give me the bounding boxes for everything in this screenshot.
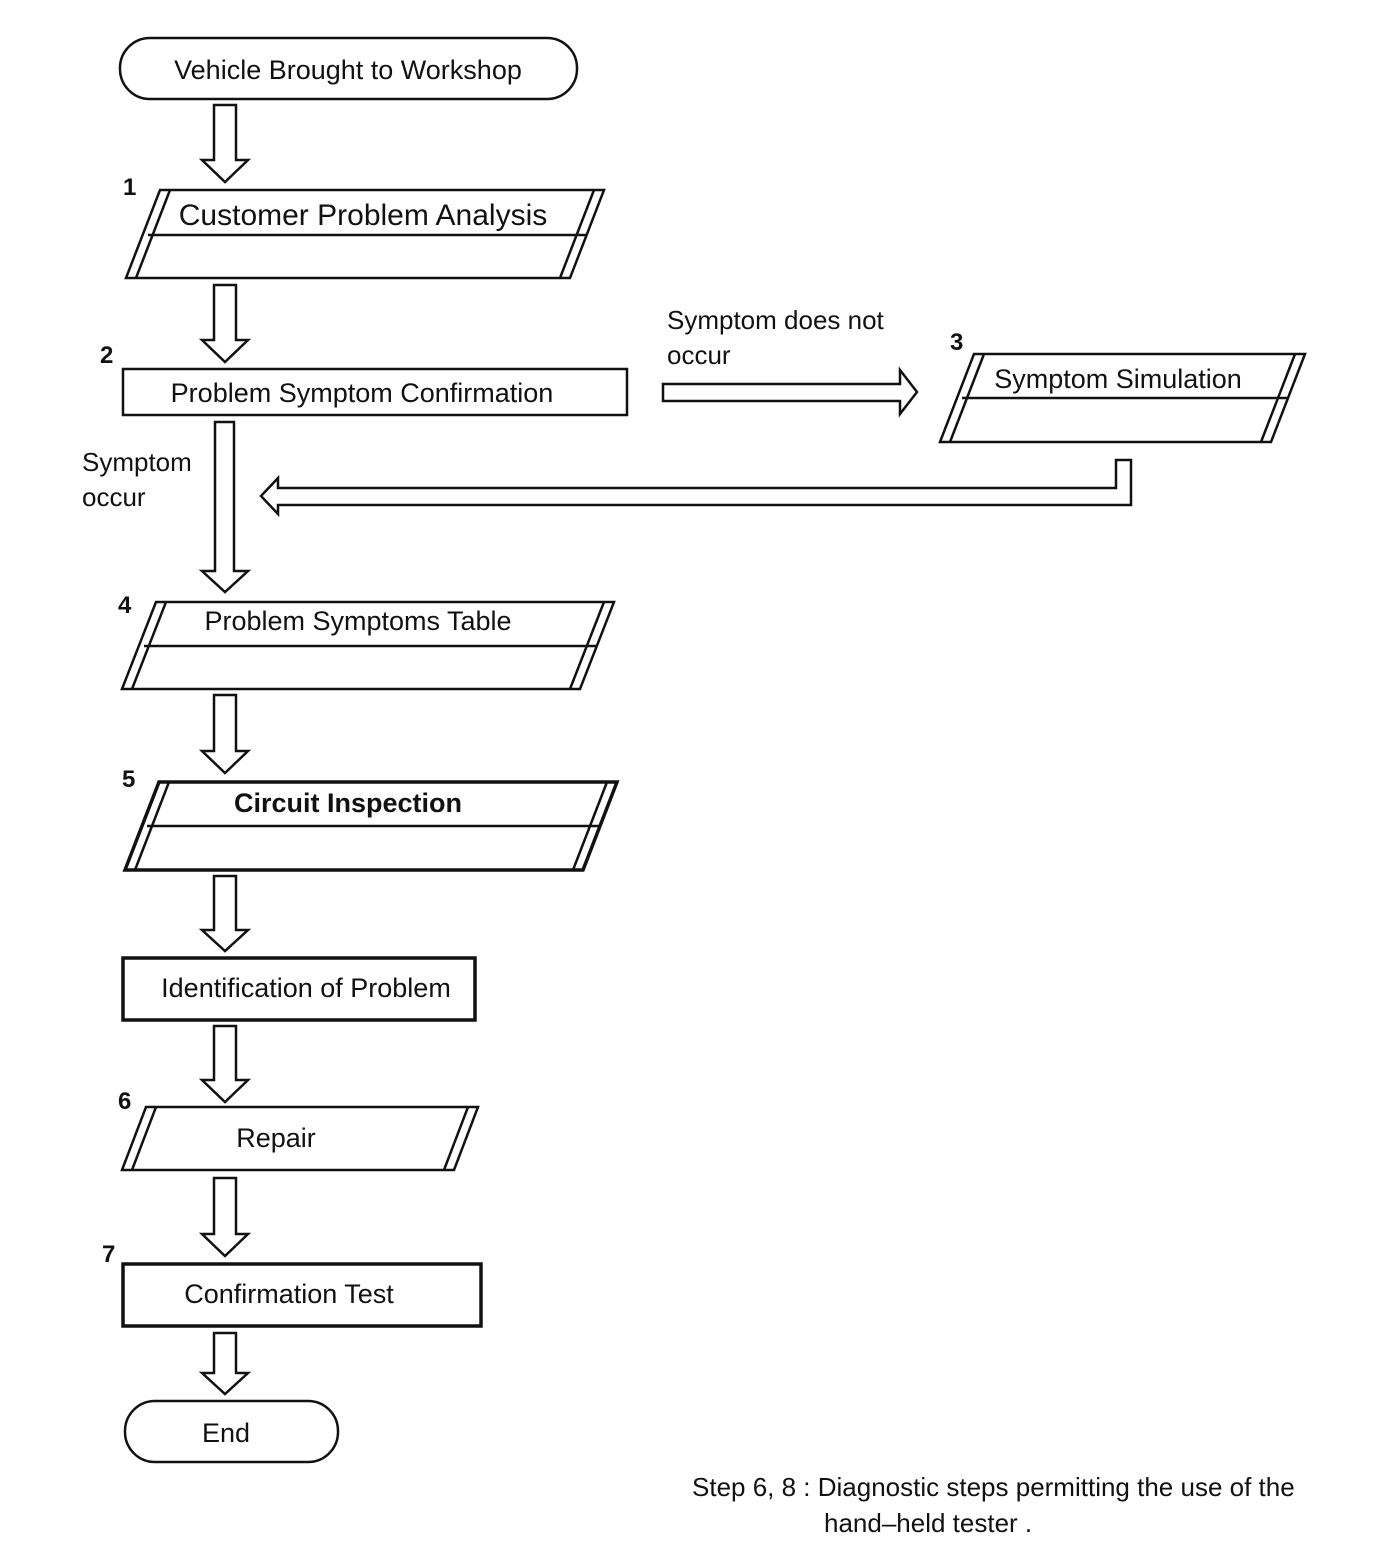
arrow-start-to-step1: [198, 103, 252, 184]
end-terminal: [123, 1399, 340, 1464]
start-terminal: [118, 36, 579, 101]
edge-symptom-line1: Symptom: [82, 447, 192, 477]
step4-shape: [120, 600, 616, 691]
step2-number: 2: [100, 342, 113, 369]
arrow-step6-to-step7: [198, 1176, 252, 1258]
step2-box: [121, 367, 629, 417]
footnote-line2: hand–held tester .: [824, 1508, 1032, 1538]
arrow-step4-to-step5: [198, 693, 252, 775]
edge-no-symptom-line1: Symptom does not: [667, 305, 885, 335]
identification-label: Identification of Problem: [161, 973, 451, 1003]
identification-box: [121, 956, 477, 1022]
step3-number: 3: [950, 329, 963, 356]
step6-shape: [120, 1105, 480, 1172]
arrow-step5-to-identification: [198, 874, 252, 953]
step4-number: 4: [118, 592, 132, 619]
arrow-step2-to-step4: [198, 420, 252, 594]
step6-number: 6: [118, 1088, 131, 1115]
step7-number: 7: [102, 1241, 115, 1268]
step4-label: Problem Symptoms Table: [204, 606, 511, 636]
start-label: Vehicle Brought to Workshop: [174, 55, 522, 85]
step5-label: Circuit Inspection: [234, 788, 462, 818]
end-label: End: [202, 1418, 250, 1448]
step2-label: Problem Symptom Confirmation: [171, 378, 554, 408]
edge-no-symptom-line2: occur: [667, 340, 731, 370]
footnote-line1: Step 6, 8 : Diagnostic steps permitting …: [692, 1472, 1295, 1502]
step3-label: Symptom Simulation: [994, 364, 1242, 394]
step5-shape: [122, 780, 620, 872]
step7-box: [121, 1262, 483, 1328]
step1-label: Customer Problem Analysis: [179, 199, 547, 232]
step6-label: Repair: [236, 1123, 316, 1153]
arrow-identification-to-step6: [198, 1024, 252, 1104]
step7-label: Confirmation Test: [184, 1279, 394, 1309]
step3-shape: [938, 352, 1307, 444]
arrow-step7-to-end: [198, 1331, 252, 1396]
step5-number: 5: [122, 766, 135, 793]
arrow-step2-to-step3: [661, 366, 919, 418]
arrow-step1-to-step2: [198, 283, 252, 364]
step1-number: 1: [123, 174, 136, 201]
step1-shape: [124, 188, 606, 280]
edge-symptom-line2: occur: [82, 482, 146, 512]
arrow-step3-return: [259, 458, 1133, 518]
